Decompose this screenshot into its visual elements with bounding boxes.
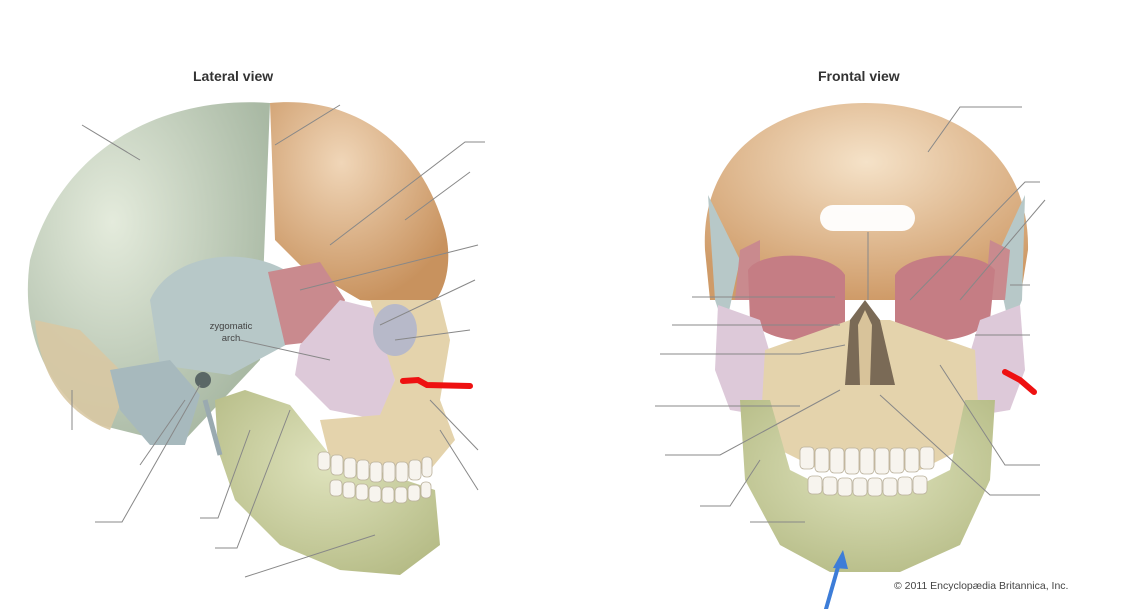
temporal-bone <box>150 256 295 375</box>
temporal-right <box>995 195 1025 330</box>
mandible-bone <box>215 390 440 575</box>
red-mark-lateral <box>400 376 473 389</box>
right-orbit <box>895 255 995 341</box>
maxilla-front <box>760 320 980 470</box>
left-orbit <box>748 255 845 341</box>
frontal-leader-lines <box>655 106 1046 523</box>
lateral-skull <box>27 102 455 575</box>
copyright-notice: © 2011 Encyclopædia Britannica, Inc. <box>894 580 1069 592</box>
red-mark-frontal <box>1002 369 1037 395</box>
frontal-bone <box>270 102 449 305</box>
teeth-lateral <box>317 451 433 504</box>
highlight-glare <box>820 205 915 231</box>
lateral-leader-lines <box>71 104 485 578</box>
maxilla <box>320 300 455 470</box>
zygomatic-label-line2: arch <box>221 333 241 344</box>
lateral-view-title: Lateral view <box>193 68 274 84</box>
zygomatic-left <box>715 305 775 415</box>
orbit <box>373 304 417 356</box>
zygomatic-bone <box>295 300 395 420</box>
zygomatic-label-line1: zygomatic <box>209 321 253 332</box>
frontal-bone-front <box>704 103 1029 300</box>
temporal-left <box>708 195 740 330</box>
zygomatic-arch-label: zygomatic arch <box>203 321 259 345</box>
mandible-front <box>740 400 995 572</box>
frontal-skull <box>704 103 1029 572</box>
zygomatic-right <box>965 305 1025 415</box>
blue-arrow <box>824 550 848 609</box>
ear-canal <box>195 372 211 388</box>
frontal-view-title: Frontal view <box>818 68 900 84</box>
teeth-frontal <box>799 446 935 497</box>
occipital-bone <box>35 320 130 430</box>
